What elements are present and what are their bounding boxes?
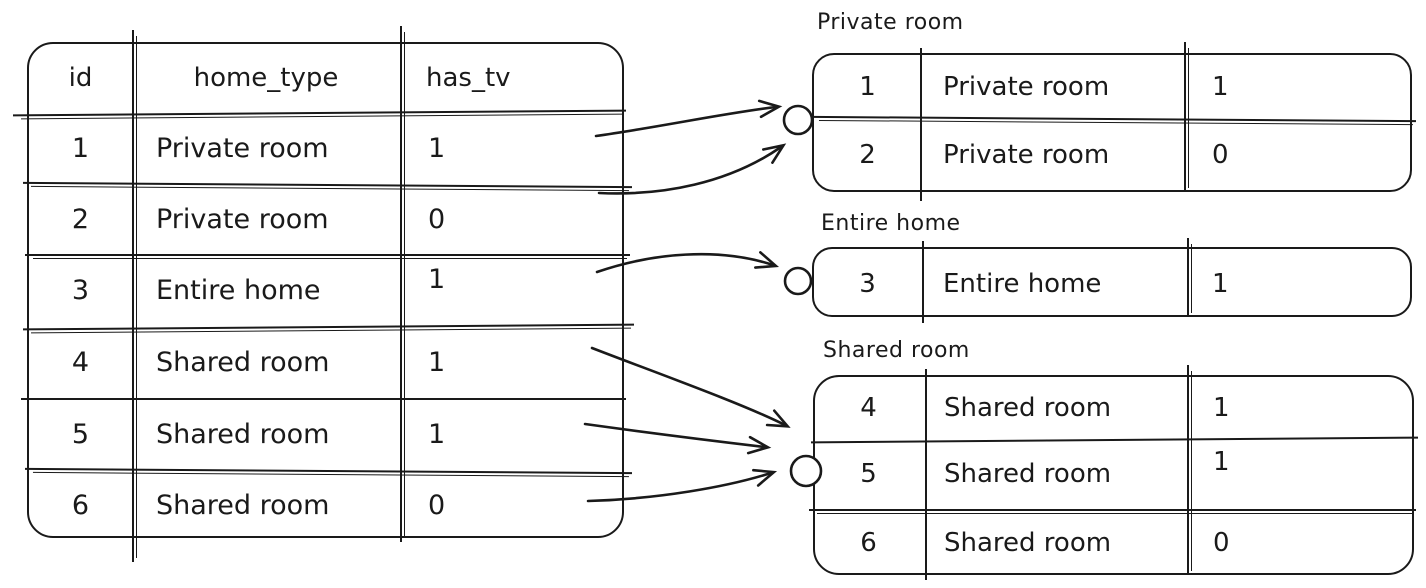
- cell-home-type: Private room: [156, 203, 329, 235]
- group-table-entire-home: 3 Entire home 1: [812, 238, 1412, 323]
- table-row: 2 Private room 0: [29, 184, 622, 254]
- table-row: 5 Shared room 1: [29, 398, 622, 470]
- cell-has-tv: 0: [428, 203, 446, 235]
- column-divider: [132, 30, 137, 562]
- table-row: 6 Shared room 0: [29, 470, 622, 540]
- table-row: 6 Shared room 0: [815, 509, 1412, 577]
- cell-id: 3: [859, 269, 876, 299]
- cell-home-type: Shared room: [156, 489, 330, 521]
- cell-has-tv: 1: [428, 132, 446, 164]
- column-divider: [925, 369, 927, 580]
- cell-home-type: Entire home: [943, 269, 1102, 299]
- table-row: 2 Private room 0: [814, 118, 1410, 191]
- group-label-private-room: Private room: [817, 10, 964, 35]
- cell-home-type: Shared room: [156, 418, 330, 450]
- column-header-has-tv: has_tv: [426, 63, 511, 93]
- cell-id: 1: [71, 132, 90, 164]
- cell-home-type: Shared room: [944, 528, 1112, 558]
- table-row: 1 Private room 1: [29, 112, 622, 184]
- source-table: id home_type has_tv 1 Private room 1 2 P…: [13, 26, 634, 562]
- cell-home-type: Private room: [156, 132, 329, 164]
- column-divider: [1187, 365, 1192, 575]
- table-row: 1 Private room 1: [814, 55, 1410, 118]
- source-table-header-row: id home_type has_tv: [29, 44, 622, 112]
- cell-home-type: Shared room: [156, 346, 330, 378]
- cell-has-tv: 1: [428, 346, 446, 378]
- cell-has-tv: 1: [428, 418, 446, 450]
- cell-has-tv: 1: [1213, 447, 1230, 477]
- cell-home-type: Private room: [943, 71, 1110, 102]
- connector-circle-private-room: [782, 104, 814, 136]
- group-table-shared-room: 4 Shared room 1 5 Shared room 1 6 Shared…: [809, 365, 1418, 580]
- table-row: 3 Entire home 1: [814, 249, 1410, 319]
- cell-has-tv: 0: [1212, 139, 1229, 170]
- table-row: 4 Shared room 1: [815, 377, 1412, 439]
- table-row: 3 Entire home 1: [29, 254, 622, 326]
- column-header-home-type: home_type: [193, 63, 339, 93]
- column-divider: [920, 48, 922, 201]
- column-header-id: id: [68, 63, 93, 93]
- row-divider: [25, 254, 630, 259]
- cell-has-tv: 1: [428, 264, 446, 295]
- cell-id: 6: [71, 489, 90, 521]
- row-divider: [21, 398, 626, 400]
- cell-id: 2: [859, 139, 876, 170]
- cell-has-tv: 1: [1212, 269, 1229, 299]
- column-divider: [1187, 238, 1192, 317]
- connector-circle-entire-home: [783, 266, 813, 296]
- row-divider: [809, 509, 1416, 514]
- cell-has-tv: 0: [1213, 528, 1230, 558]
- cell-id: 4: [860, 393, 877, 423]
- cell-id: 2: [71, 203, 90, 235]
- column-divider: [922, 241, 924, 323]
- table-row: 5 Shared room 1: [815, 439, 1412, 509]
- cell-id: 5: [71, 418, 90, 450]
- cell-home-type: Entire home: [156, 274, 321, 306]
- table-row: 4 Shared room 1: [29, 326, 622, 398]
- cell-id: 5: [860, 459, 877, 489]
- cell-id: 6: [860, 528, 877, 558]
- group-label-shared-room: Shared room: [823, 338, 970, 363]
- cell-has-tv: 0: [428, 489, 446, 521]
- group-label-entire-home: Entire home: [821, 211, 961, 236]
- cell-id: 3: [71, 274, 90, 306]
- cell-has-tv: 1: [1213, 393, 1230, 423]
- cell-id: 4: [71, 346, 90, 378]
- cell-home-type: Private room: [943, 139, 1110, 170]
- cell-home-type: Shared room: [944, 393, 1112, 423]
- cell-has-tv: 1: [1212, 71, 1229, 102]
- group-table-private-room: 1 Private room 1 2 Private room 0: [811, 42, 1416, 201]
- cell-home-type: Shared room: [944, 459, 1112, 489]
- cell-id: 1: [859, 71, 876, 102]
- column-divider: [400, 26, 405, 542]
